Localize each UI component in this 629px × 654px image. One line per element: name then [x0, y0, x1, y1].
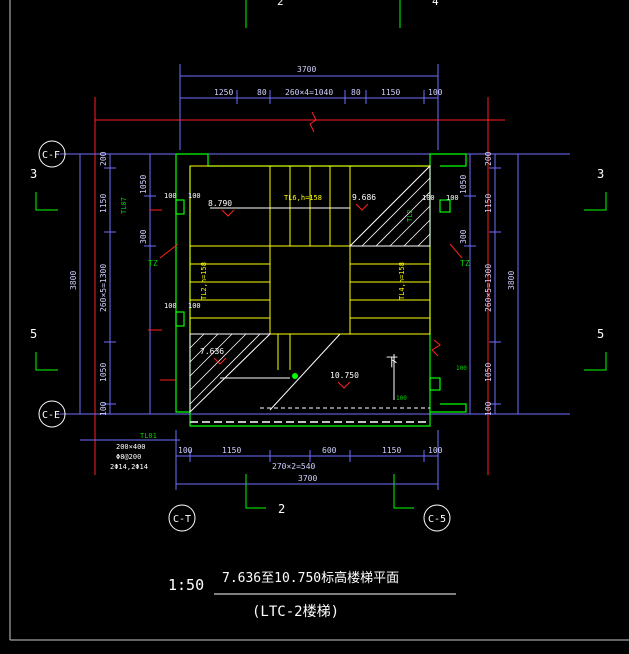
axis-label-bottom-left: C-T [173, 514, 191, 525]
title-scale: 1:50 [168, 576, 204, 594]
axis-label-bottom-mid: 2 [278, 502, 285, 516]
elevation-e1: 8.790 [208, 199, 232, 208]
axis-bubble-left-bottom [38, 400, 66, 428]
right-dim-3: 260×5=1300 [484, 264, 493, 312]
bottom-overall-dim: 3700 [298, 474, 317, 483]
right-dimension-lines [464, 154, 519, 414]
tz-right-label: TZ [460, 259, 470, 268]
direction-arrows [210, 207, 395, 400]
beam-note-rebar1: Φ8@200 [116, 453, 141, 461]
axis-label-bottom-right: C-5 [428, 514, 446, 525]
elevation-e2: 9.686 [352, 193, 376, 202]
dim-100-b: 100 [188, 192, 201, 200]
hatch-top-right [348, 164, 431, 247]
top-dim-4: 80 [351, 88, 361, 97]
bottom-dim-3: 270×2=540 [272, 462, 316, 471]
top-overall-dim: 3700 [297, 65, 316, 74]
beam-note-size: 200×400 [116, 443, 146, 451]
top-dim-5: 1150 [381, 88, 400, 97]
bottom-dimension-lines [175, 430, 439, 490]
side-number-right-lower: 5 [597, 327, 604, 341]
right-inner-dim-1: 1050 [459, 175, 468, 194]
label-tl7: TL07 [120, 197, 128, 214]
flight-label-left: TL2,h=158 [200, 262, 208, 300]
bottom-dim-5: 1150 [382, 446, 401, 455]
left-dim-3: 260×5=1300 [99, 264, 108, 312]
dim-100-d: 100 [188, 302, 201, 310]
bottom-dim-6: 100 [428, 446, 443, 455]
dim-100-a: 100 [164, 192, 177, 200]
dim-100-e: 100 [422, 194, 435, 202]
top-dim-2: 80 [257, 88, 267, 97]
elevation-e3: 7.636 [200, 347, 224, 356]
dim-100-c: 100 [164, 302, 177, 310]
axis-bubble-bottom-left [168, 504, 196, 532]
beam-note-rebar2: 2Φ14,2Φ14 [110, 463, 148, 471]
left-dim-2: 1150 [99, 194, 108, 213]
top-dim-1: 1250 [214, 88, 233, 97]
horizontal-grid-lines [60, 153, 570, 441]
dim-100-f: 100 [446, 194, 459, 202]
beam-note-title: TL01 [140, 432, 157, 440]
red-reference-lines [94, 97, 505, 475]
side-section-marks [35, 192, 607, 509]
axis-bubble-left-top [38, 140, 66, 168]
top-dim-3: 260×4=1040 [285, 88, 333, 97]
left-dim-5: 100 [99, 401, 108, 416]
top-dim-6: 100 [428, 88, 443, 97]
down-marker: 下 [386, 355, 398, 369]
right-inner-dim-2: 300 [459, 229, 468, 244]
right-overall-dim: 3800 [507, 271, 516, 290]
right-dim-4: 1050 [484, 363, 493, 382]
bottom-dim-4: 600 [322, 446, 337, 455]
right-dim-2: 1150 [484, 194, 493, 213]
axis-label-left-bottom: C-E [42, 410, 60, 421]
tz-left-label: TZ [148, 259, 158, 268]
title-sub: (LTC-2楼梯) [252, 604, 339, 620]
side-number-right-upper: 3 [597, 167, 604, 181]
right-dim-1: 200 [484, 151, 493, 166]
elevation-e4: 10.750 [330, 371, 359, 380]
left-overall-dim: 3800 [69, 271, 78, 290]
tz-left-leader [159, 243, 179, 259]
bottom-dim-2: 1150 [222, 446, 241, 455]
axis-label-left-top: C-F [42, 150, 60, 161]
grid-top-right-label: 4 [432, 0, 439, 8]
side-number-left-upper: 3 [30, 167, 37, 181]
dim-100-h: 100 [396, 395, 407, 402]
flight-label-top: TL6,h=158 [284, 194, 322, 202]
left-dim-1: 200 [99, 151, 108, 166]
elevation-ticks [148, 203, 369, 389]
tz-right-leader [449, 243, 463, 259]
left-dimension-lines [79, 154, 156, 414]
left-dim-4: 1050 [99, 363, 108, 382]
arrow-node [292, 373, 298, 379]
axis-bubble-bottom-right [423, 504, 451, 532]
side-number-left-lower: 5 [30, 327, 37, 341]
flight-label-right: TL4,h=158 [398, 262, 406, 300]
label-tl2b: TL2 [406, 209, 414, 222]
left-inner-dim-1: 1050 [139, 175, 148, 194]
bottom-dim-1: 100 [178, 446, 193, 455]
hatch-bottom-left [189, 333, 341, 414]
top-dimension-lines [179, 64, 439, 150]
right-dim-5: 100 [484, 401, 493, 416]
title-main: 7.636至10.750标高楼梯平面 [222, 570, 399, 586]
dim-100-g: 100 [456, 365, 467, 372]
left-inner-dim-2: 300 [139, 229, 148, 244]
grid-top-left-label: 2 [277, 0, 284, 8]
